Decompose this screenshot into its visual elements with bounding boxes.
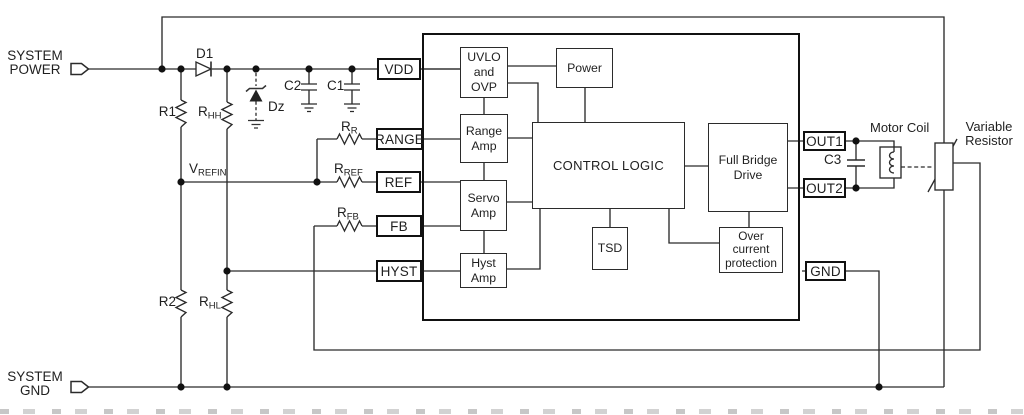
system-gnd-line1: SYSTEM	[7, 369, 63, 384]
wires	[70, 16, 981, 394]
variable-resistor-label: Variable Resistor	[961, 120, 1017, 147]
system-gnd-label: SYSTEM GND	[4, 369, 66, 399]
cropped-caption-artifact	[0, 409, 1024, 414]
coil-symbol	[888, 151, 895, 174]
block-power: Power	[556, 48, 613, 88]
block-over-current: Over current protection	[719, 227, 783, 273]
pin-vdd: VDD	[377, 58, 421, 80]
dz-zener-diode	[245, 73, 267, 129]
variable-resistor-line2: Resistor	[965, 132, 1013, 148]
hystamp-logic-wire	[507, 209, 541, 270]
rr-base: R	[341, 119, 351, 134]
c3-plates	[847, 159, 865, 167]
pin-out1: OUT1	[803, 131, 846, 151]
pin-ref-label: REF	[384, 174, 413, 190]
motor-coil-box	[879, 146, 902, 179]
c2-label: C2	[284, 78, 302, 93]
system-gnd-flag	[70, 380, 90, 394]
system-power-line1: SYSTEM	[7, 48, 63, 63]
logic-ocp-wire	[668, 209, 719, 244]
pin-out2-label: OUT2	[806, 180, 843, 196]
block-hyst-amp: Hyst Amp	[460, 253, 507, 288]
d1-diode	[195, 60, 213, 78]
block-full-bridge: Full Bridge Drive	[708, 123, 788, 212]
system-power-flag	[70, 62, 90, 76]
r1-zigzag	[174, 99, 188, 128]
vrefin-sub: REFIN	[198, 167, 227, 179]
rref-zigzag	[336, 175, 363, 189]
junction-dots	[158, 65, 883, 391]
rhl-sub: HL	[208, 300, 221, 312]
rref-base: R	[334, 161, 344, 176]
pin-out1-label: OUT1	[806, 133, 843, 149]
system-power-line2: POWER	[9, 62, 61, 78]
rref-label: RREF	[334, 161, 363, 179]
pin-range-label: RANGE	[375, 131, 425, 147]
uvlo-logic-wire	[508, 82, 539, 122]
rfb-zigzag	[336, 219, 363, 233]
r1-label: R1	[158, 104, 176, 119]
d1-label: D1	[196, 46, 214, 61]
rr-label: RR	[341, 119, 358, 137]
rhh-base: R	[198, 104, 208, 119]
rfb-label: RFB	[337, 205, 359, 223]
rhl-zigzag	[220, 289, 234, 318]
pin-vdd-label: VDD	[384, 61, 414, 77]
top-rail	[161, 16, 945, 143]
c1-symbol	[344, 69, 360, 113]
c1-label: C1	[327, 78, 345, 93]
variable-resistor-line1: Variable	[965, 119, 1013, 134]
rfb-sub: FB	[346, 211, 359, 223]
pin-out2: OUT2	[803, 178, 846, 198]
vrefin-label: VREFIN	[189, 161, 227, 179]
motor-coil-label: Motor Coil	[870, 120, 930, 135]
block-servo-amp: Servo Amp	[460, 180, 507, 231]
block-uvlo-ovp: UVLO and OVP	[460, 47, 508, 98]
rr-sub: R	[350, 125, 358, 137]
rhh-sub: HH	[207, 110, 222, 122]
variable-resistor-box	[934, 142, 954, 191]
pin-gnd-label: GND	[810, 263, 841, 279]
rr-zigzag	[336, 132, 363, 146]
c3-label: C3	[824, 152, 842, 167]
block-range-amp: Range Amp	[460, 114, 508, 163]
vrefin-base: V	[189, 161, 199, 176]
pin-fb: FB	[376, 215, 422, 237]
r2-label: R2	[158, 294, 176, 309]
pin-ref: REF	[376, 171, 421, 193]
rhh-label: RHH	[198, 104, 222, 122]
rfb-base: R	[337, 205, 347, 220]
rhl-base: R	[199, 294, 209, 309]
pin-hyst-label: HYST	[380, 263, 418, 279]
block-control-logic: CONTROL LOGIC	[532, 122, 685, 209]
rref-sub: REF	[343, 167, 363, 179]
pin-hyst: HYST	[376, 260, 422, 282]
pin-fb-label: FB	[390, 218, 408, 234]
r2-zigzag	[174, 289, 188, 318]
rhl-label: RHL	[199, 294, 221, 312]
gnd-pin-wire	[802, 270, 880, 387]
block-tsd: TSD	[592, 227, 628, 270]
dz-label: Dz	[268, 99, 285, 114]
system-power-label: SYSTEM POWER	[4, 48, 66, 78]
ic-outline-box	[422, 33, 800, 321]
pin-gnd: GND	[805, 261, 846, 281]
system-gnd-line2: GND	[20, 383, 50, 399]
c2-symbol	[301, 69, 317, 113]
feedback-wire	[313, 162, 981, 351]
rhh-zigzag	[220, 101, 234, 130]
pin-range: RANGE	[375, 128, 425, 150]
